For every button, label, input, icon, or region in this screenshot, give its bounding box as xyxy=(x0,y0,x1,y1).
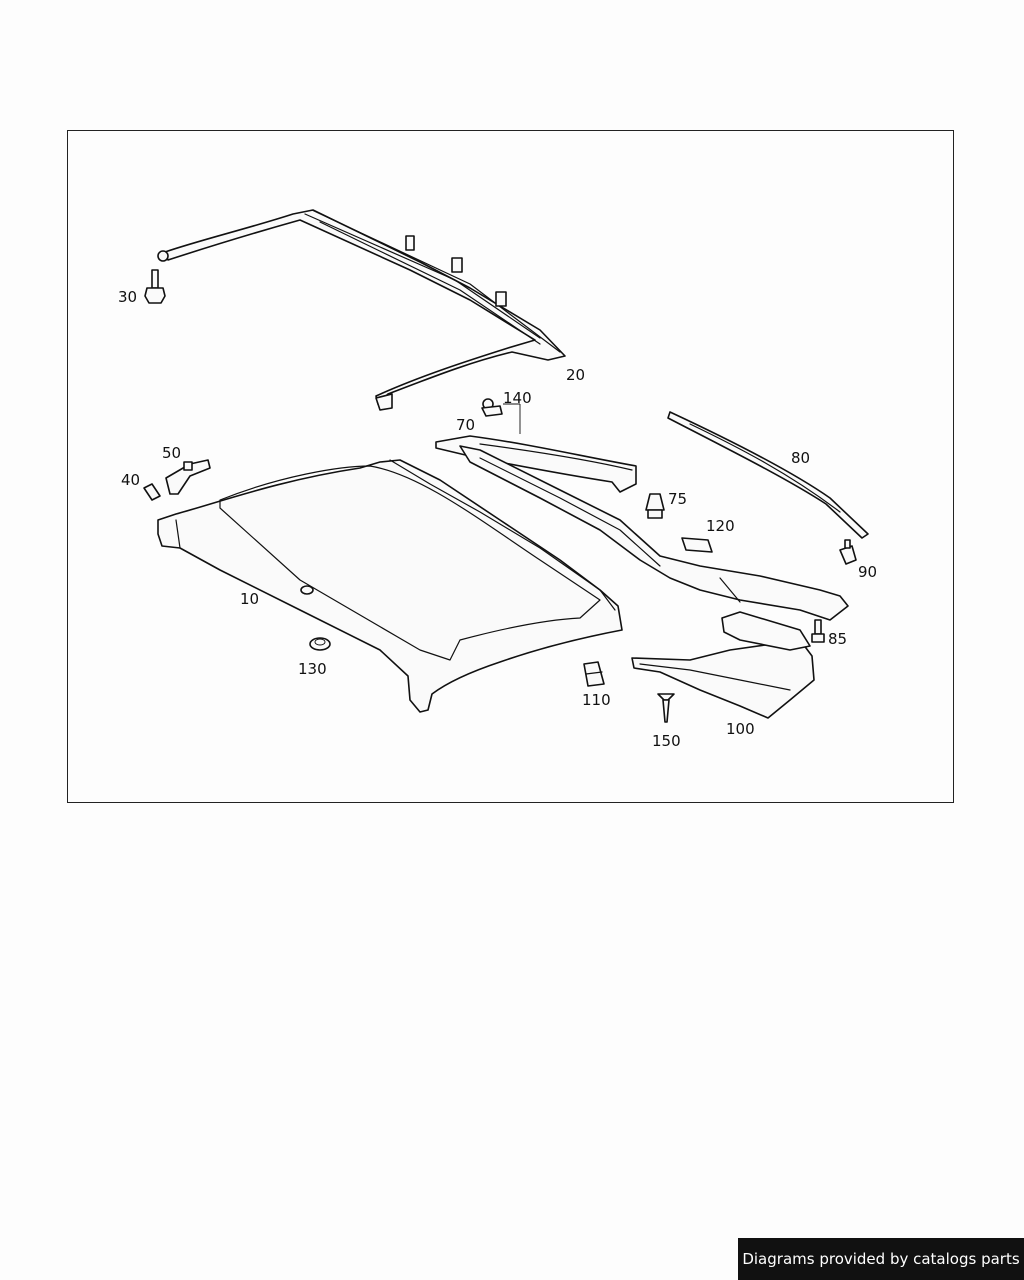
part-130-grommet xyxy=(309,637,331,651)
part-20-roof-frame xyxy=(157,209,566,411)
callout-40: 40 xyxy=(121,471,140,489)
callout-100: 100 xyxy=(726,720,755,738)
callout-50: 50 xyxy=(162,444,181,462)
callout-85: 85 xyxy=(828,630,847,648)
part-50-bracket xyxy=(165,459,211,495)
callout-30: 30 xyxy=(118,288,137,306)
side-rail-trim xyxy=(459,445,849,621)
part-10-headliner xyxy=(157,459,623,713)
callout-70: 70 xyxy=(456,416,475,434)
callout-150: 150 xyxy=(652,732,681,750)
part-110-clip xyxy=(583,661,605,687)
callout-90: 90 xyxy=(858,563,877,581)
callout-75: 75 xyxy=(668,490,687,508)
part-120-panel xyxy=(681,537,713,553)
callout-20: 20 xyxy=(566,366,585,384)
credit-banner: Diagrams provided by catalogs parts xyxy=(738,1238,1024,1280)
part-75-fastener xyxy=(645,493,665,519)
part-30-bolt xyxy=(144,269,166,304)
callout-130: 130 xyxy=(298,660,327,678)
callout-110: 110 xyxy=(582,691,611,709)
part-140-clip xyxy=(481,398,503,417)
callout-140: 140 xyxy=(503,389,532,407)
callout-80: 80 xyxy=(791,449,810,467)
part-90-clip xyxy=(839,539,857,565)
part-100-rear-trim xyxy=(631,611,815,719)
credit-text: Diagrams provided by catalogs parts xyxy=(742,1250,1020,1268)
part-150-screw xyxy=(657,693,675,723)
part-40-clip xyxy=(143,483,161,501)
callout-120: 120 xyxy=(706,517,735,535)
callout-10: 10 xyxy=(240,590,259,608)
part-85-screw xyxy=(811,619,825,643)
part-80-rail-strip xyxy=(667,411,869,539)
